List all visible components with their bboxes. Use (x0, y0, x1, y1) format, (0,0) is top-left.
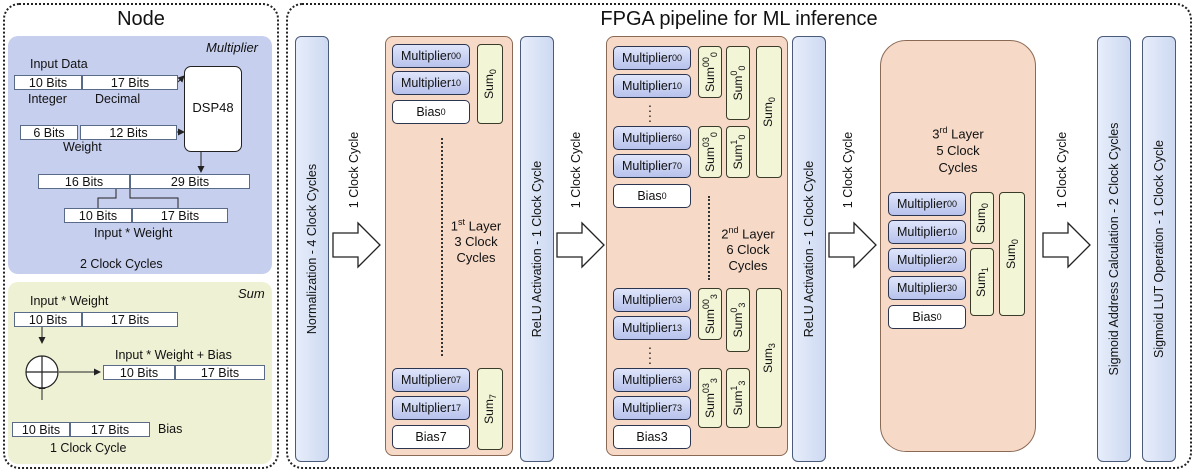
relu-stage-1: ReLU Activation - 1 Clock Cycle (520, 36, 554, 462)
result-dec-bits: 17 Bits (132, 208, 228, 223)
layer3-label: 3rd Layer 5 Clock Cycles (932, 125, 984, 176)
sum-iw-dec-bits: 17 Bits (82, 312, 178, 327)
l2-sum03-3: Sum033 (698, 368, 722, 428)
node-panel (3, 3, 279, 469)
sum-bias-dec-bits: 17 Bits (70, 422, 150, 437)
sum-cycles: 1 Clock Cycle (50, 441, 127, 455)
multiplier-cycles: 2 Clock Cycles (80, 257, 163, 271)
sum-label: Sum (238, 286, 265, 301)
arrow-right-icon (828, 221, 877, 269)
l2-sum03-0: Sum030 (698, 126, 722, 178)
l2-sum00-0: Sum000 (698, 46, 722, 98)
integer-label: Integer (28, 92, 67, 106)
sigmoid-lut-stage: Sigmoid LUT Operation - 1 Clock Cycle (1142, 36, 1176, 462)
dsp48-box (184, 66, 242, 152)
input-dec-bits: 17 Bits (82, 75, 178, 90)
decimal-label: Decimal (95, 92, 141, 106)
l1-sum-7: Sum7 (477, 368, 503, 450)
sigmoid-address-stage: Sigmoid Address Calculation - 2 Clock Cy… (1097, 36, 1131, 462)
sum-out-int-bits: 10 Bits (103, 365, 175, 380)
sum-iw-int-bits: 10 Bits (14, 312, 82, 327)
layer1-label: 1st Layer 3 Clock Cycles (450, 217, 502, 266)
weight-int-bits: 6 Bits (20, 125, 78, 140)
result-label: Input * Weight (94, 226, 173, 240)
sum-iw-label: Input * Weight (30, 294, 109, 308)
l1-sum-0: Sum0 (477, 44, 503, 124)
l2-sum-0: Sum0 (756, 46, 782, 178)
input-data-label: Input Data (30, 57, 88, 71)
multiplier-label: Multiplier (206, 40, 259, 55)
sum-bias-int-bits: 10 Bits (12, 422, 70, 437)
l3-sum-0-b: Sum0 (999, 192, 1025, 316)
arrow-right-icon (556, 221, 605, 269)
product-int-bits: 16 Bits (38, 174, 130, 189)
l2-dots (708, 196, 710, 280)
l2-sum1-3: Sum13 (726, 368, 750, 428)
normalization-stage: Normalization - 4 Clock Cycles (295, 36, 329, 462)
l2-vdots-1: ···· (647, 97, 653, 128)
l2-sum0-3: Sum03 (726, 288, 750, 352)
sum-bias-label: Bias (158, 422, 183, 436)
l3-sum-0-a: Sum0 (970, 192, 994, 244)
l2-sum0-0: Sum00 (726, 46, 750, 120)
input-int-bits: 10 Bits (14, 75, 82, 90)
result-int-bits: 10 Bits (64, 208, 132, 223)
product-dec-bits: 29 Bits (130, 174, 250, 189)
arrow-right-icon (1042, 221, 1091, 269)
weight-label: Weight (63, 140, 102, 154)
l2-sum00-3: Sum003 (698, 288, 722, 340)
l2-vdots-2: ···· (647, 339, 653, 370)
l1-dots (441, 138, 443, 356)
sum-out-label: Input * Weight + Bias (115, 348, 232, 362)
node-connectors (25, 75, 205, 400)
node-title: Node (117, 8, 165, 30)
dsp48-label: DSP48 (192, 100, 234, 115)
l3-sum-1: Sum1 (970, 248, 994, 316)
pipeline-title: FPGA pipeline for ML inference (600, 8, 878, 30)
l2-sum-3: Sum3 (756, 288, 782, 428)
layer2-label: 2nd Layer 6 Clock Cycles (721, 225, 775, 274)
pipeline-panel (286, 3, 1192, 469)
weight-dec-bits: 12 Bits (80, 125, 177, 140)
l2-sum1-0: Sum10 (726, 126, 750, 178)
sum-out-dec-bits: 17 Bits (175, 365, 265, 380)
arrow-right-icon (332, 221, 381, 269)
relu-stage-2: ReLU Activation - 1 Clock Cycle (792, 36, 826, 462)
